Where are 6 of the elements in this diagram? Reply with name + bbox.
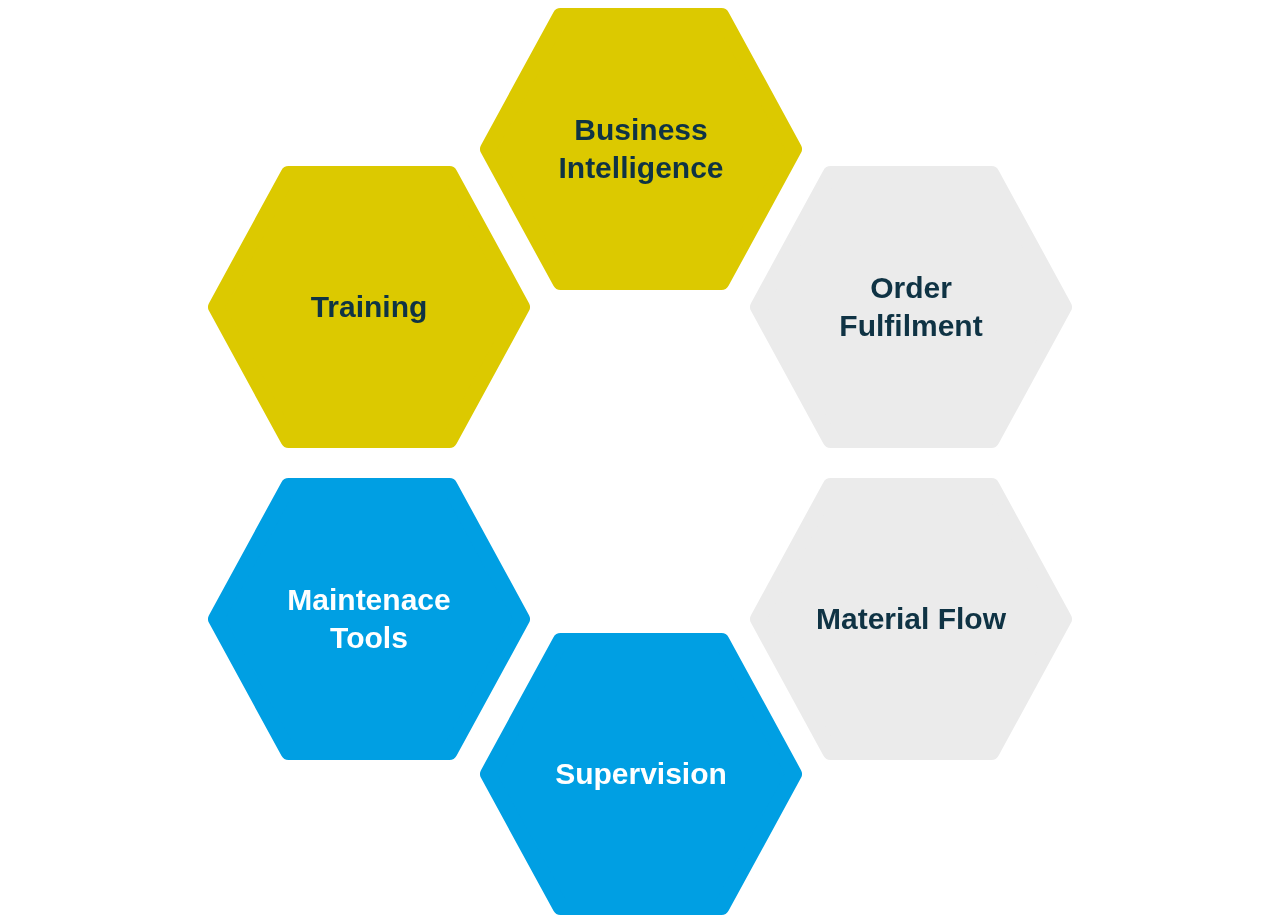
hexagon-label: Business Intelligence [557, 112, 725, 186]
hexagon-label: Training [309, 289, 429, 325]
hexagon-label: Supervision [554, 756, 728, 792]
hexagon-label: Maintenace Tools [286, 582, 452, 656]
hexagon-label: Order Fulfilment [838, 270, 984, 344]
hexagon-label: Material Flow [814, 601, 1007, 637]
